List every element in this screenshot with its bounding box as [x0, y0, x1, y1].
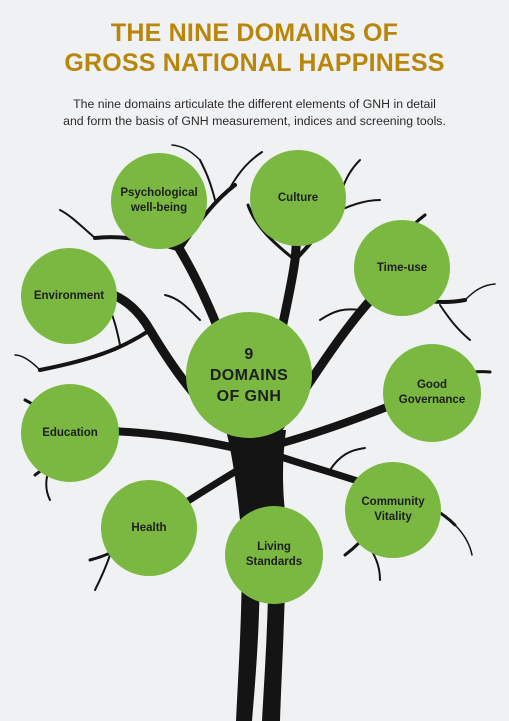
domain-label-line-2: Standards [245, 556, 303, 568]
page-title: THE NINE DOMAINS OF GROSS NATIONAL HAPPI… [0, 18, 509, 78]
domain-label-line-1: Good [416, 379, 447, 391]
domain-label-line-2: Vitality [374, 511, 412, 523]
domain-label-line-2: Governance [398, 394, 466, 406]
subtitle-line-2: and form the basis of GNH measurement, i… [63, 114, 446, 128]
subtitle: The nine domains articulate the differen… [0, 96, 509, 130]
domain-living-standards: Living Standards [225, 506, 323, 604]
center-line-2: DOMAINS [209, 366, 289, 384]
center-line-3: OF GNH [216, 387, 282, 405]
domain-label: Environment [33, 289, 105, 302]
domain-education: Education [21, 384, 119, 482]
domain-time-use: Time-use [354, 220, 450, 316]
domain-label-line-1: Community [361, 496, 425, 508]
domain-environment: Environment [21, 248, 117, 344]
domain-label: Time-use [376, 261, 428, 274]
domain-label: Education [42, 426, 98, 439]
domain-psychological-well-being: Psychological well-being [111, 153, 207, 249]
center-circle: 9 DOMAINS OF GNH [186, 312, 312, 438]
title-line-2: GROSS NATIONAL HAPPINESS [64, 49, 445, 77]
domain-community-vitality: Community Vitality [345, 462, 441, 558]
domain-label-line-1: Living [257, 541, 291, 553]
domain-good-governance: Good Governance [383, 344, 481, 442]
domain-label-line-1: Psychological [120, 187, 198, 199]
domain-label-line-2: well-being [130, 202, 188, 214]
domain-label: Health [131, 521, 167, 534]
center-number: 9 [244, 345, 254, 363]
domain-health: Health [101, 480, 197, 576]
domain-culture: Culture [250, 150, 346, 246]
subtitle-line-1: The nine domains articulate the differen… [73, 97, 436, 111]
title-line-1: THE NINE DOMAINS OF [110, 19, 399, 47]
domain-label: Culture [277, 191, 319, 204]
